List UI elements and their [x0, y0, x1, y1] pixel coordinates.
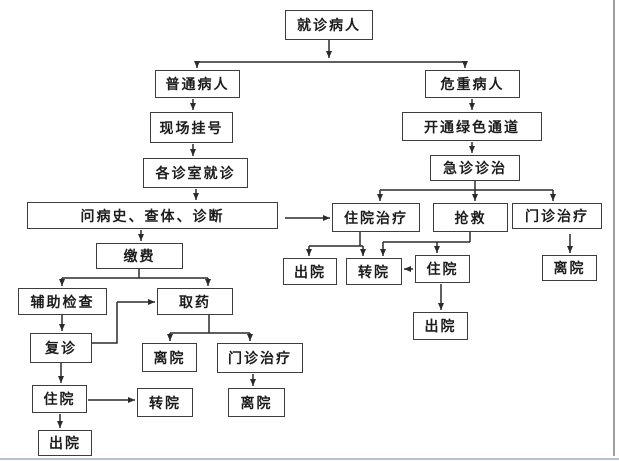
node-transfer-right: 转院 — [346, 258, 402, 285]
node-green-channel: 开通绿色通道 — [402, 112, 542, 141]
node-rescue: 抢救 — [433, 203, 508, 232]
node-hospitalize-right: 住院 — [415, 255, 470, 283]
node-payment: 缴费 — [96, 243, 183, 269]
node-leave-hospital-1: 离院 — [142, 343, 197, 372]
node-leave-hospital-right: 离院 — [542, 255, 597, 281]
node-outpatient-treatment-right: 门诊治疗 — [512, 203, 602, 229]
node-outpatient-treatment-left: 门诊治疗 — [217, 343, 303, 373]
node-emergency-treatment: 急诊诊治 — [430, 155, 520, 181]
edge-followup-getmed — [92, 299, 155, 344]
page-frame-bottom-divider — [0, 458, 619, 460]
edge-rescue-split — [380, 232, 471, 256]
node-leave-hospital-2: 离院 — [228, 388, 285, 417]
node-clinic-visit: 各诊室就诊 — [143, 158, 248, 188]
edge-emergency-split — [377, 181, 556, 201]
page-frame-right-divider — [613, 0, 615, 456]
node-onsite-registration: 现场挂号 — [150, 112, 233, 143]
node-transfer-left: 转院 — [137, 388, 193, 417]
edge-getmed-split — [167, 315, 253, 341]
node-discharge-right-1: 出院 — [283, 258, 337, 285]
edge-inpatient-split — [306, 232, 366, 256]
node-hospitalize-left: 住院 — [32, 385, 87, 413]
node-get-medicine: 取药 — [157, 288, 233, 315]
node-history-exam-diagnosis: 问病史、查体、诊断 — [27, 202, 278, 229]
edge-payment-split — [59, 269, 211, 286]
node-ordinary-patient: 普通病人 — [155, 70, 240, 98]
edge-visit-split — [194, 40, 468, 68]
node-auxiliary-exam: 辅助检查 — [18, 288, 107, 315]
node-discharge-left: 出院 — [38, 430, 92, 456]
node-critical-patient: 危重病人 — [425, 70, 520, 98]
node-discharge-right-2: 出院 — [413, 312, 468, 340]
node-visiting-patient: 就诊病人 — [285, 10, 373, 40]
node-followup-visit: 复诊 — [30, 333, 92, 363]
node-inpatient-treatment: 住院治疗 — [332, 203, 420, 232]
